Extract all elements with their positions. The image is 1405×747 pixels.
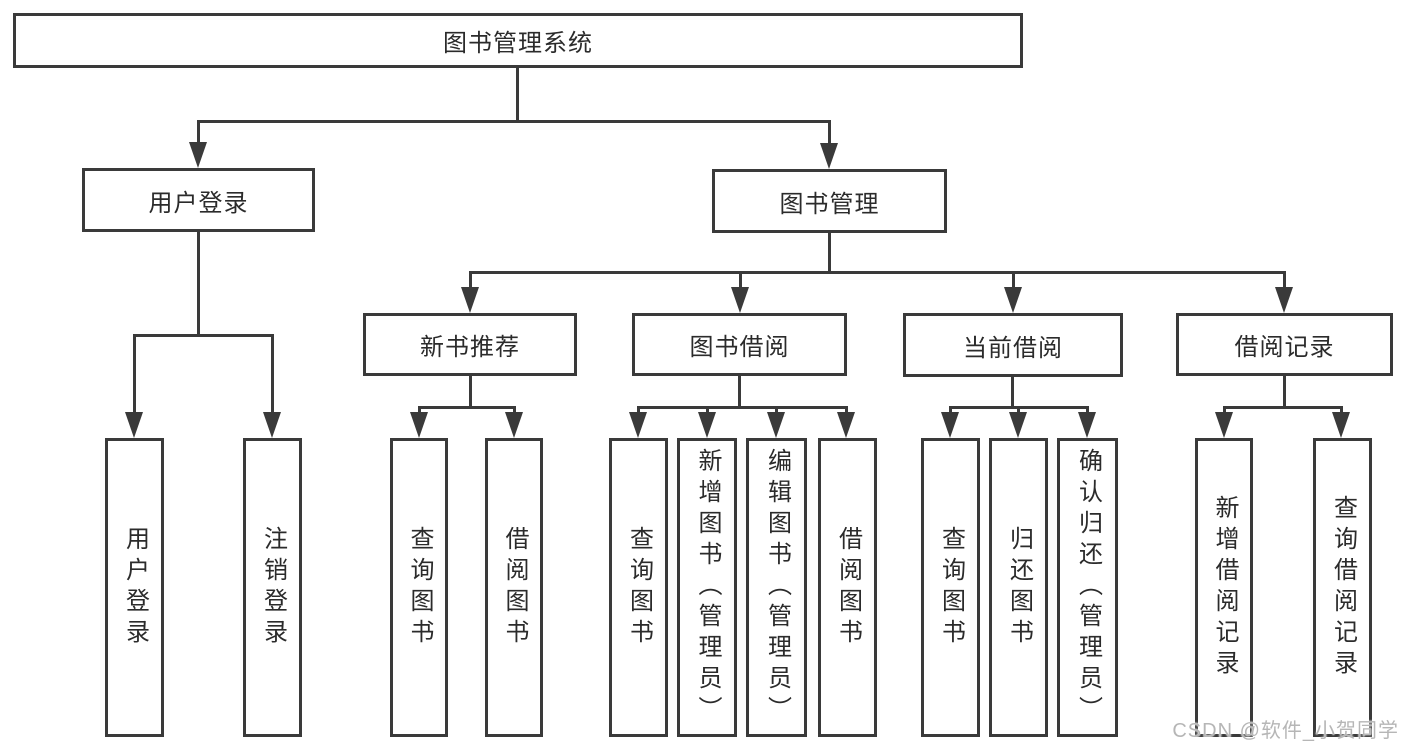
arrow-down-icon <box>125 412 143 438</box>
connector-line <box>637 406 848 409</box>
connector-line <box>1012 271 1015 291</box>
connector-line <box>133 334 273 337</box>
arrow-down-icon <box>189 142 207 168</box>
connector-line <box>133 334 136 416</box>
arrow-down-icon <box>731 287 749 313</box>
arrow-down-icon <box>1004 287 1022 313</box>
connector-line <box>739 271 742 291</box>
connector-line <box>271 334 274 416</box>
arrow-down-icon <box>1332 412 1350 438</box>
leaf-recommend-query-books-label: 查询图书 <box>406 525 433 650</box>
leaf-recommend-borrow-books: 借阅图书 <box>485 438 543 737</box>
leaf-recommend-query-books: 查询图书 <box>390 438 448 737</box>
arrow-down-icon <box>1275 287 1293 313</box>
connector-line <box>516 68 519 122</box>
arrow-down-icon <box>461 287 479 313</box>
leaf-borrow-borrow-books-label: 借阅图书 <box>834 525 862 650</box>
node-root: 图书管理系统 <box>13 13 1023 68</box>
connector-line <box>469 376 472 409</box>
node-current-borrow-label: 当前借阅 <box>963 334 1063 362</box>
arrow-down-icon <box>1078 412 1096 438</box>
node-borrow-records: 借阅记录 <box>1176 313 1393 376</box>
leaf-current-query-books: 查询图书 <box>921 438 980 737</box>
arrow-down-icon <box>837 412 855 438</box>
leaf-recommend-borrow-books-label: 借阅图书 <box>501 525 528 650</box>
csdn-watermark: CSDN @软件_小贺同学 <box>1172 720 1399 742</box>
connector-line <box>469 271 1286 274</box>
connector-line <box>1223 406 1343 409</box>
arrow-down-icon <box>505 412 523 438</box>
leaf-current-return-books: 归还图书 <box>989 438 1048 737</box>
node-book-management-label: 图书管理 <box>779 190 880 218</box>
arrow-down-icon <box>698 412 716 438</box>
arrow-down-icon <box>629 412 647 438</box>
node-user-login-label: 用户登录 <box>148 189 249 217</box>
leaf-borrow-add-books-label: 新增图书（管理员） <box>694 448 721 727</box>
leaf-borrow-edit-books-label: 编辑图书（管理员） <box>763 448 791 727</box>
connector-line <box>1283 271 1286 291</box>
arrow-down-icon <box>410 412 428 438</box>
arrow-down-icon <box>820 143 838 169</box>
leaf-current-return-books-label: 归还图书 <box>1005 525 1033 650</box>
connector-line <box>197 232 200 334</box>
leaf-user-login: 用户登录 <box>105 438 164 737</box>
leaf-current-query-books-label: 查询图书 <box>937 525 965 650</box>
connector-line <box>197 120 200 148</box>
connector-line <box>828 233 831 274</box>
connector-line <box>469 271 472 291</box>
leaf-current-confirm-return-label: 确认归还（管理员） <box>1074 448 1102 727</box>
node-book-borrow: 图书借阅 <box>632 313 847 376</box>
leaf-logout: 注销登录 <box>243 438 302 737</box>
leaf-borrow-edit-books: 编辑图书（管理员） <box>746 438 807 737</box>
leaf-borrow-borrow-books: 借阅图书 <box>818 438 877 737</box>
connector-line <box>738 376 741 409</box>
leaf-records-add-record-label: 新增借阅记录 <box>1211 494 1238 681</box>
arrow-down-icon <box>1215 412 1233 438</box>
leaf-borrow-query-books: 查询图书 <box>609 438 668 737</box>
connector-line <box>418 406 516 409</box>
leaf-current-confirm-return: 确认归还（管理员） <box>1057 438 1118 737</box>
arrow-down-icon <box>767 412 785 438</box>
leaf-user-login-label: 用户登录 <box>121 525 149 650</box>
leaf-borrow-query-books-label: 查询图书 <box>625 525 653 650</box>
node-book-management: 图书管理 <box>712 169 947 233</box>
node-new-book-recommend-label: 新书推荐 <box>420 334 520 361</box>
arrow-down-icon <box>941 412 959 438</box>
connector-line <box>828 120 831 148</box>
connector-line <box>197 120 831 123</box>
connector-line <box>1283 376 1286 409</box>
leaf-records-query-record-label: 查询借阅记录 <box>1329 494 1357 681</box>
arrow-down-icon <box>1009 412 1027 438</box>
node-user-login: 用户登录 <box>82 168 315 232</box>
leaf-records-query-record: 查询借阅记录 <box>1313 438 1372 737</box>
node-borrow-records-label: 借阅记录 <box>1234 334 1335 361</box>
leaf-records-add-record: 新增借阅记录 <box>1195 438 1253 737</box>
node-book-borrow-label: 图书借阅 <box>689 334 790 361</box>
connector-line <box>1011 377 1014 409</box>
arrow-down-icon <box>263 412 281 438</box>
node-new-book-recommend: 新书推荐 <box>363 313 577 376</box>
node-root-label: 图书管理系统 <box>443 30 593 57</box>
node-current-borrow: 当前借阅 <box>903 313 1123 377</box>
leaf-logout-label: 注销登录 <box>259 525 287 650</box>
leaf-borrow-add-books: 新增图书（管理员） <box>677 438 737 737</box>
